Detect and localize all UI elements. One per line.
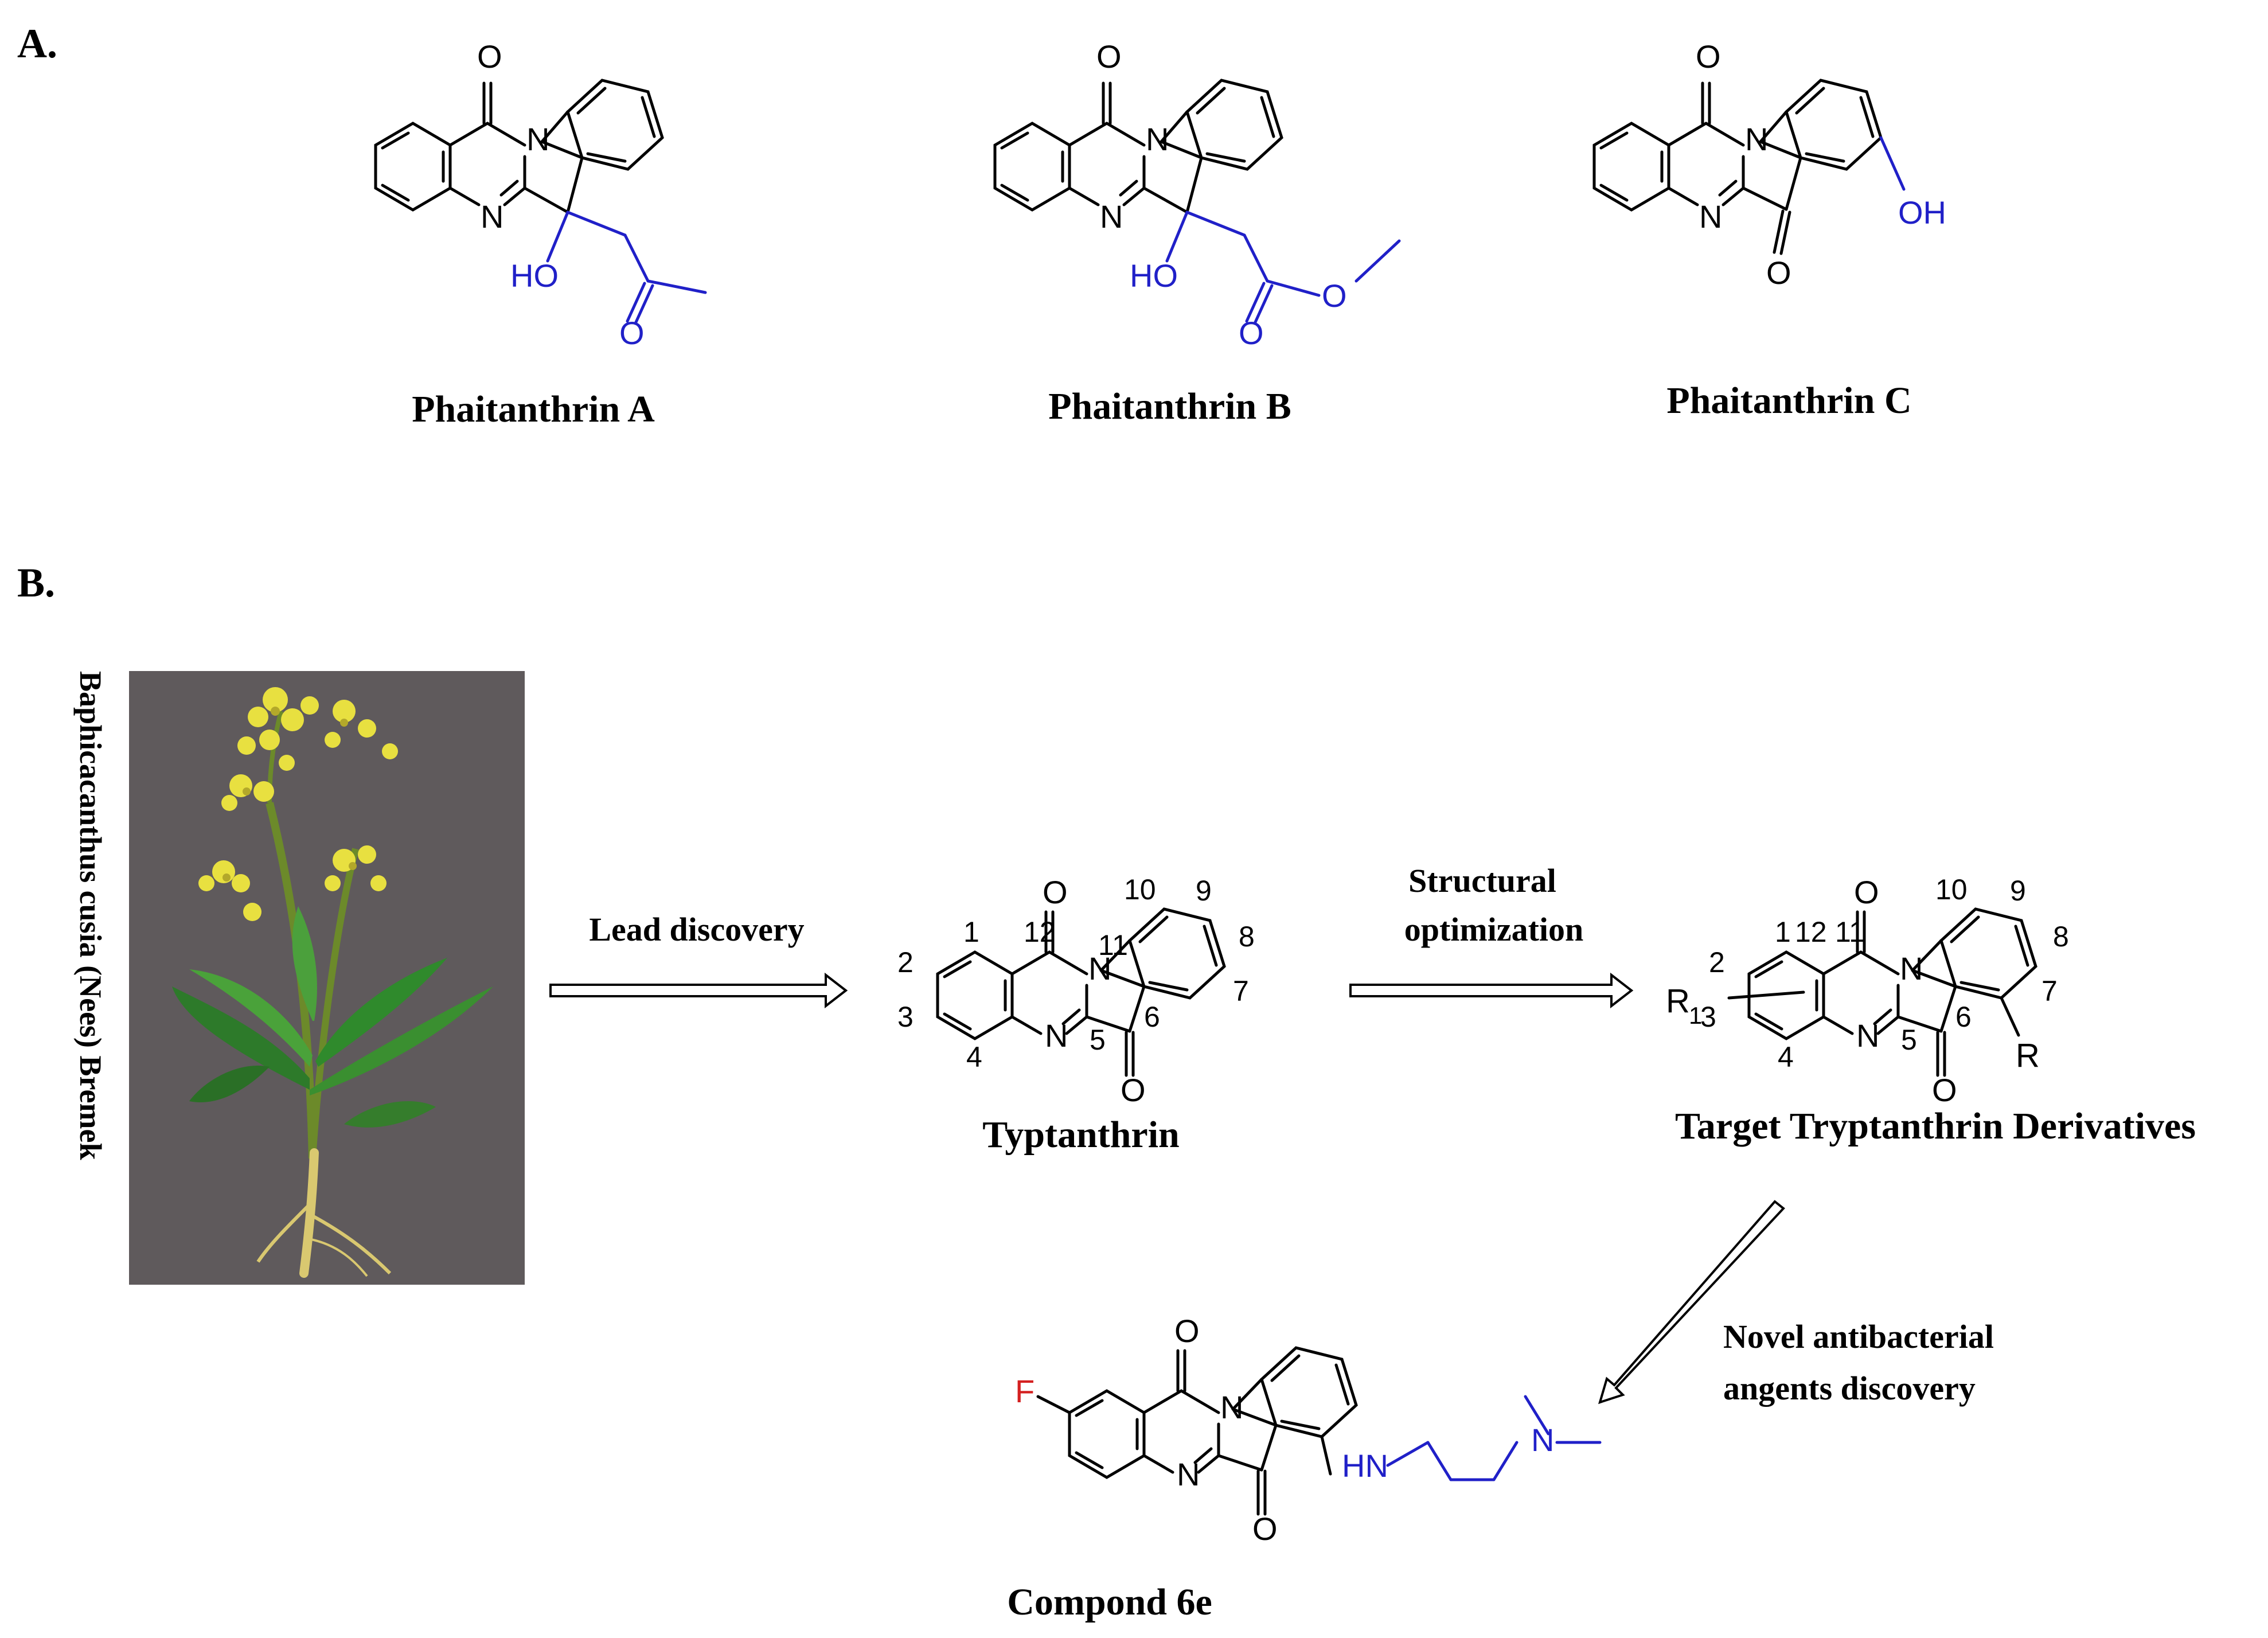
- ring-number: 3: [1700, 1001, 1716, 1033]
- atom-o: O: [1239, 315, 1264, 351]
- atom-o: O: [1252, 1511, 1278, 1547]
- caption-compound-6e: Compond 6e: [1007, 1581, 1212, 1623]
- target-derivatives-structure: O N N O R R 1 1 2 3 4 5 6 7 8 9 10 11 12: [1666, 873, 2069, 1108]
- ring-number: 8: [1239, 921, 1255, 953]
- atom-n: N: [1745, 121, 1768, 157]
- r-substituent: R: [2016, 1037, 2040, 1074]
- phaitanthrin-b-structure: O N N HO O O: [993, 38, 1401, 351]
- atom-n: N: [1177, 1456, 1200, 1492]
- ring-number: 9: [1196, 875, 1212, 907]
- caption-target-derivatives: Target Tryptanthrin Derivatives: [1675, 1105, 2196, 1147]
- ring-number: 4: [966, 1041, 982, 1073]
- atom-n: N: [1100, 198, 1123, 235]
- novel-label-line1: Novel antibacterial: [1723, 1318, 1994, 1355]
- atom-n: N: [1220, 1389, 1243, 1425]
- atom-o: O: [1696, 38, 1721, 75]
- structural-label-line2: optimization: [1404, 911, 1584, 948]
- caption-phaitanthrin-b: Phaitanthrin B: [1048, 385, 1291, 427]
- ring-number: 5: [1901, 1024, 1917, 1056]
- atom-n: N: [1531, 1422, 1554, 1458]
- atom-o: O: [1932, 1072, 1957, 1108]
- plant-image: [129, 671, 525, 1285]
- ring-number: 10: [1935, 873, 1968, 906]
- phaitanthrin-c-structure: O N N O OH: [1592, 38, 1946, 291]
- atom-n: N: [526, 121, 549, 157]
- atom-o: O: [1854, 874, 1879, 910]
- lead-discovery-label: Lead discovery: [589, 911, 804, 948]
- ring-number: 1: [963, 916, 979, 948]
- ring-number: 10: [1124, 873, 1156, 906]
- ring-number: 1: [1775, 916, 1791, 948]
- lead-discovery-arrow: [549, 972, 848, 1009]
- ring-number: 3: [897, 1001, 914, 1033]
- ring-number: 11: [1835, 916, 1865, 948]
- atom-hn: HN: [1342, 1448, 1388, 1484]
- panel-a-label: A.: [17, 21, 57, 67]
- atom-o: O: [1096, 38, 1122, 75]
- ring-number: 7: [1233, 975, 1249, 1007]
- atom-n: N: [481, 198, 503, 235]
- atom-ho: HO: [1130, 258, 1178, 294]
- novel-label-line2: angents discovery: [1723, 1370, 1976, 1407]
- atom-o: O: [619, 315, 645, 351]
- atom-n: N: [1900, 950, 1923, 986]
- panel-b-label: B.: [17, 560, 55, 606]
- atom-n: N: [1146, 121, 1169, 157]
- atom-o: O: [1043, 874, 1068, 910]
- ring-number: 5: [1090, 1024, 1106, 1056]
- atom-o: O: [477, 38, 502, 75]
- plant-name-label: Baphicacanthus cusia (Nees) Bremek: [73, 671, 108, 1160]
- ring-number: 6: [1955, 1001, 1972, 1033]
- structural-optimization-arrow: [1349, 972, 1634, 1009]
- atom-o: O: [1766, 255, 1791, 291]
- ring-number: 2: [1709, 946, 1725, 978]
- caption-typtanthrin: Typtanthrin: [982, 1114, 1180, 1156]
- ring-number: 9: [2010, 875, 2026, 907]
- atom-n: N: [1088, 950, 1111, 986]
- atom-f: F: [1015, 1373, 1035, 1409]
- structural-label-line1: Structural: [1408, 862, 1556, 899]
- phaitanthrin-a-structure: O N N HO O: [374, 38, 707, 351]
- atom-ho: HO: [510, 258, 559, 294]
- ring-number: 6: [1144, 1001, 1160, 1033]
- ring-number: 8: [2053, 921, 2069, 953]
- atom-o: O: [1121, 1072, 1146, 1108]
- ring-number: 11: [1098, 929, 1128, 961]
- ring-number: 12: [1795, 916, 1827, 948]
- atom-o: O: [1322, 278, 1347, 314]
- ring-number: 4: [1778, 1041, 1794, 1073]
- r1-subscript: 1: [1689, 1002, 1702, 1029]
- r1-substituent: R: [1666, 982, 1690, 1020]
- ring-number: 7: [2041, 975, 2058, 1007]
- compound-6e-structure: O N N O F HN N: [1015, 1313, 1602, 1547]
- atom-n: N: [1045, 1017, 1068, 1054]
- atom-n: N: [1856, 1017, 1879, 1054]
- novel-antibacterial-arrow: [1598, 1200, 1785, 1405]
- atom-n: N: [1699, 198, 1722, 235]
- caption-phaitanthrin-a: Phaitanthrin A: [412, 388, 655, 430]
- tryptanthrin-structure: O N N O 1 2 3 4 5 6 7 8 9 10 11 12: [897, 873, 1255, 1108]
- atom-oh: OH: [1898, 194, 1946, 231]
- ring-number: 2: [897, 946, 914, 978]
- ring-number: 12: [1024, 916, 1056, 948]
- caption-phaitanthrin-c: Phaitanthrin C: [1666, 380, 1911, 422]
- atom-o: O: [1174, 1313, 1200, 1349]
